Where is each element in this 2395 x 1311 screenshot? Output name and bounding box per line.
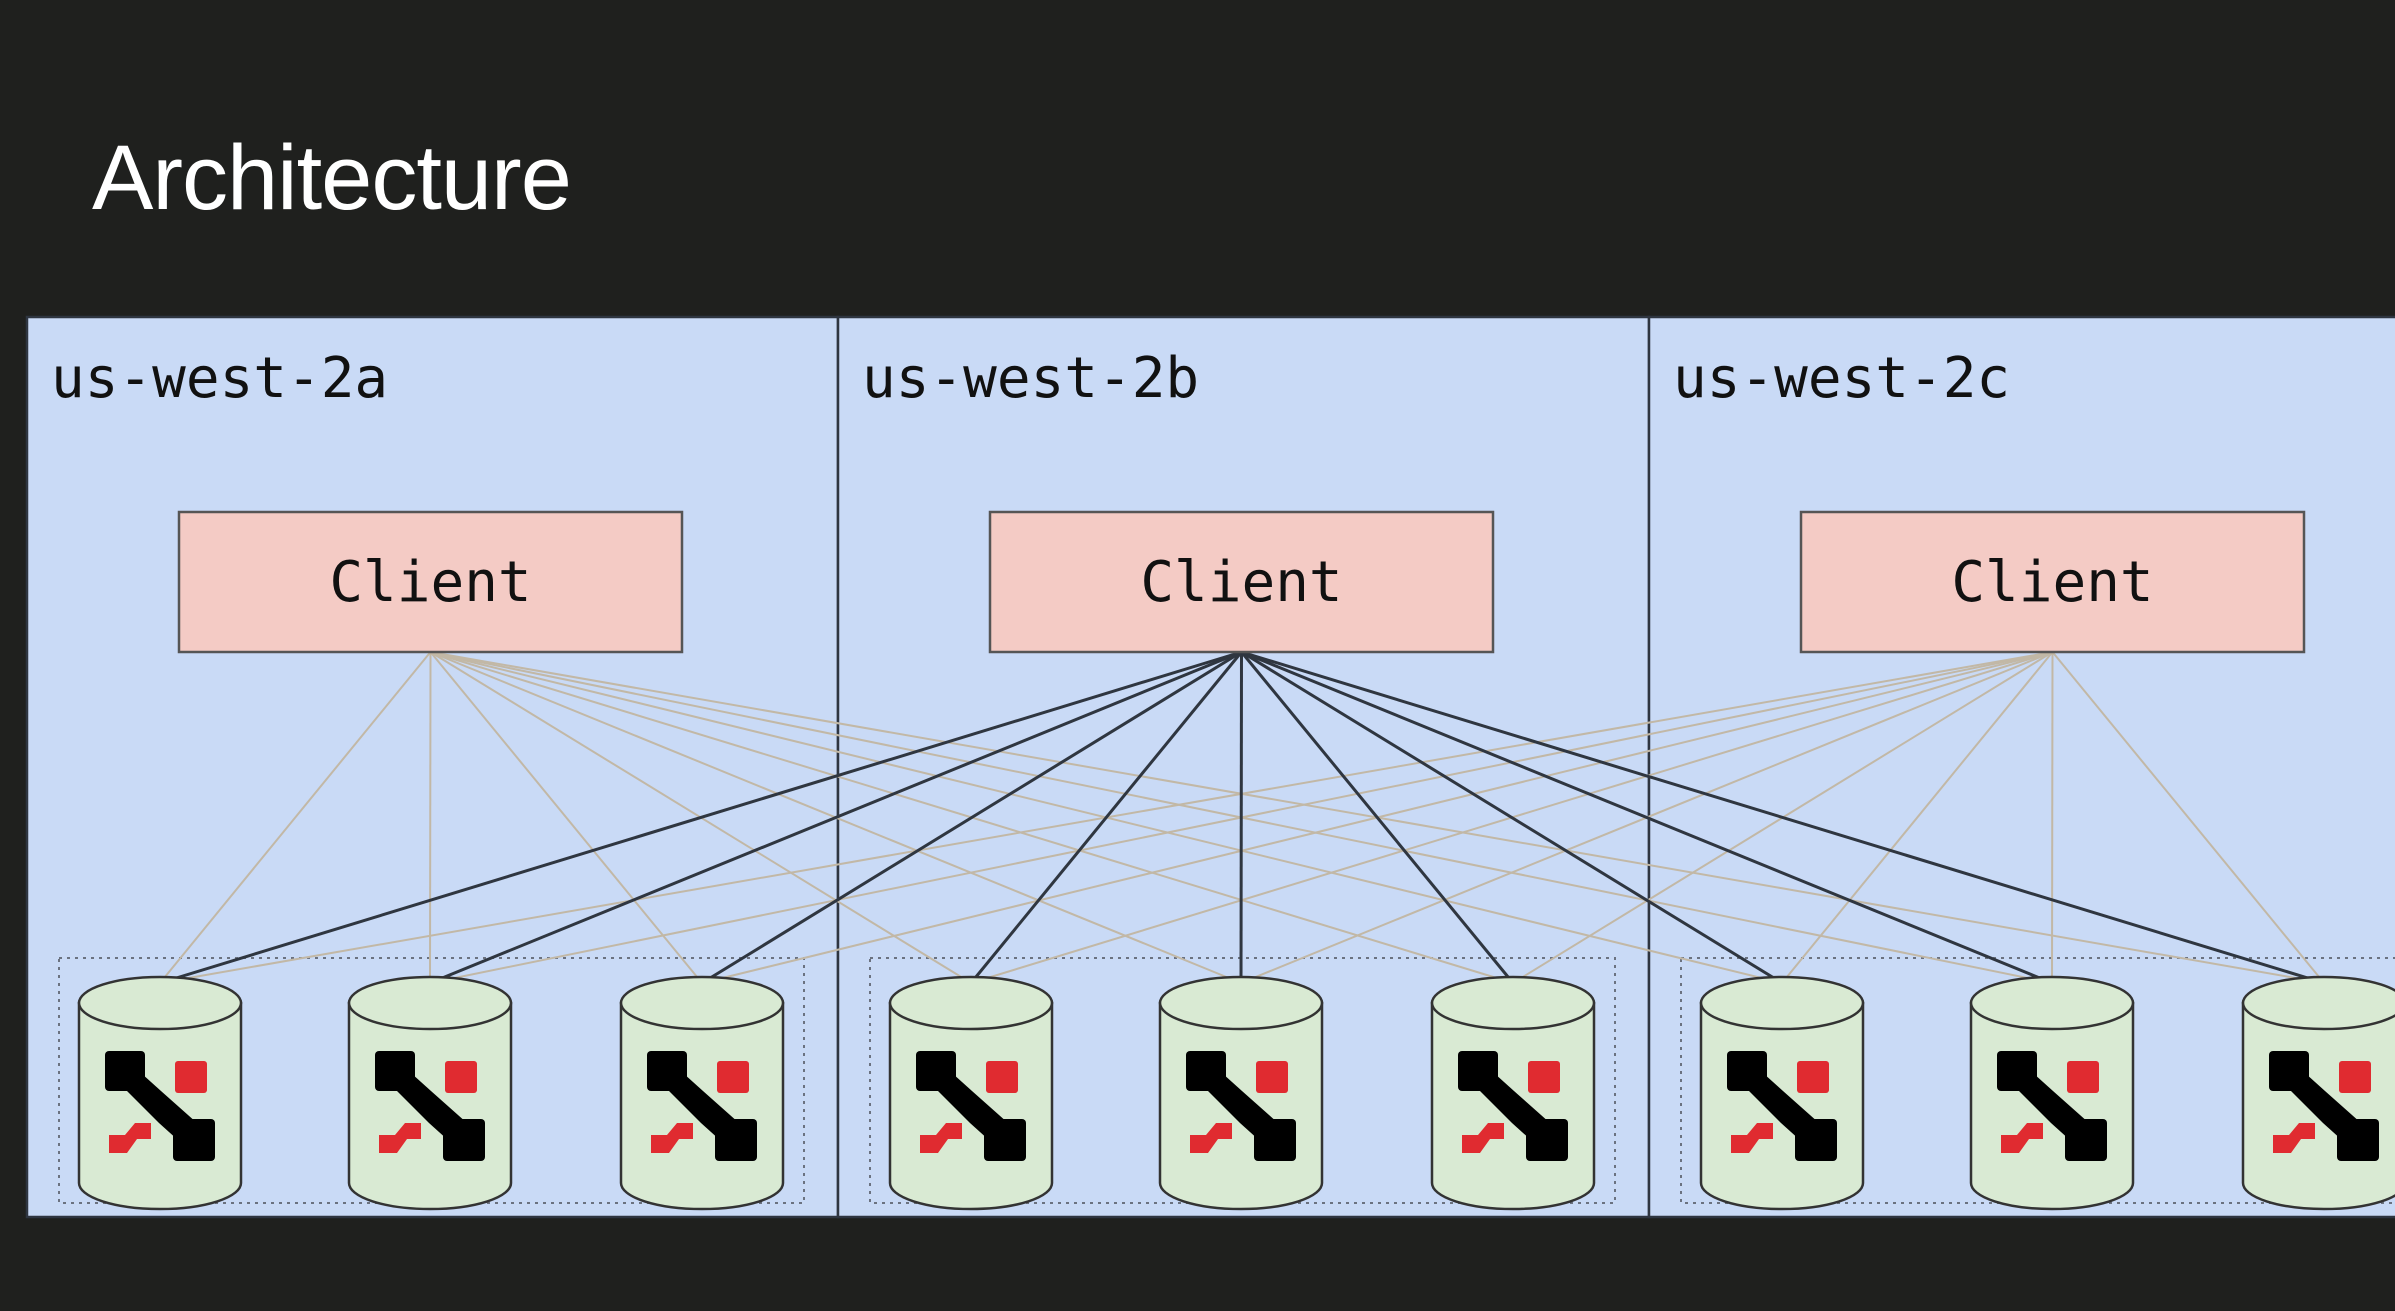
cylinder-top — [1699, 975, 1865, 1031]
client-node-link — [1781, 651, 2054, 984]
cassandra-style-logo-icon — [375, 1051, 485, 1161]
database-cylinder-icon — [1430, 975, 1596, 1211]
database-cylinder-icon — [347, 975, 513, 1211]
client-node-link — [2051, 651, 2054, 984]
cassandra-style-logo-icon — [1727, 1051, 1837, 1161]
client-node-link-highlight — [1240, 650, 2053, 985]
cylinder-top — [1158, 975, 1324, 1031]
cassandra-style-logo-icon — [2269, 1051, 2379, 1161]
client-label: Client — [1951, 550, 2153, 615]
cylinder-top — [619, 975, 785, 1031]
database-cylinder-icon — [77, 975, 243, 1211]
client-node-link-highlight — [701, 650, 1243, 985]
client-node-link — [2051, 651, 2325, 984]
database-cylinder-icon — [1158, 975, 1324, 1211]
cylinder-top — [1430, 975, 1596, 1031]
database-cylinder-icon — [2241, 975, 2395, 1211]
client-node-link-highlight — [1240, 651, 1515, 984]
cassandra-style-logo-icon — [647, 1051, 757, 1161]
slide-title: Architecture — [92, 127, 572, 229]
client-node-link-highlight — [429, 650, 1243, 985]
client-node-link — [429, 651, 432, 984]
nodes-layer — [77, 975, 2395, 1211]
links-highlight-layer — [159, 650, 2325, 985]
database-cylinder-icon — [1969, 975, 2135, 1211]
database-cylinder-icon — [1699, 975, 1865, 1211]
client-node-link-highlight — [1241, 650, 2325, 985]
zone-label: us-west-2b — [862, 346, 1199, 411]
database-cylinder-icon — [619, 975, 785, 1211]
cylinder-top — [1969, 975, 2135, 1031]
cylinder-top — [2241, 975, 2395, 1031]
cassandra-style-logo-icon — [1186, 1051, 1296, 1161]
client-box: Client — [1799, 510, 2306, 654]
client-node-link-highlight — [159, 650, 1242, 985]
client-label: Client — [329, 550, 531, 615]
database-cylinder-icon — [888, 975, 1054, 1211]
cassandra-style-logo-icon — [105, 1051, 215, 1161]
cylinder-top — [347, 975, 513, 1031]
client-node-link — [159, 651, 432, 984]
client-node-link — [429, 651, 703, 984]
zone-label: us-west-2a — [51, 346, 388, 411]
clients-layer: Client Client Client — [177, 510, 2306, 654]
client-node-link-highlight — [1239, 651, 1243, 984]
client-box-rect — [1799, 510, 2306, 654]
cassandra-style-logo-icon — [1458, 1051, 1568, 1161]
client-box: Client — [177, 510, 684, 654]
client-node-link-highlight — [1240, 650, 1783, 985]
client-box-rect — [177, 510, 684, 654]
client-label: Client — [1140, 550, 1342, 615]
client-box: Client — [988, 510, 1495, 654]
cylinder-top — [77, 975, 243, 1031]
client-node-link-highlight — [969, 651, 1243, 984]
cassandra-style-logo-icon — [1997, 1051, 2107, 1161]
cylinder-top — [888, 975, 1054, 1031]
zone-label: us-west-2c — [1673, 346, 2010, 411]
client-box-rect — [988, 510, 1495, 654]
cassandra-style-logo-icon — [916, 1051, 1026, 1161]
